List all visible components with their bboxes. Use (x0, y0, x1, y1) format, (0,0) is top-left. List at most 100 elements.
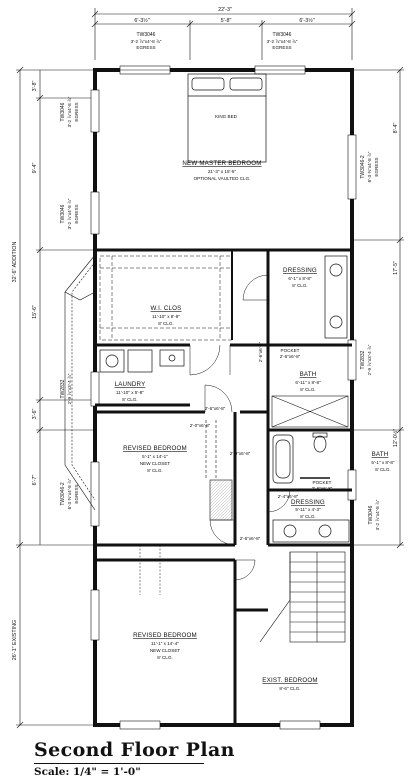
win-left-2-size: 3'-2 ⅞"x4'-8 ⅞" (67, 198, 72, 229)
exist-bedroom-ceiling: 8'-6" CLG. (279, 686, 300, 691)
pocket-door-1-label: POCKET (281, 348, 300, 353)
bath-1-name: BATH (300, 371, 317, 378)
wi-clos-name: W.I. CLOS (150, 305, 181, 312)
win-left-1-code: TW3046 (60, 102, 66, 121)
bath-2-size: 5'-1" x 8'-8" (371, 460, 395, 465)
dim-top-middle: 5'-8" (221, 18, 232, 24)
bath-2-ceiling: 8' CLG. (375, 467, 390, 472)
exterior-walls (90, 65, 357, 730)
win-right-3-size: 3'-2 ⅞"x4'-8 ⅞" (375, 499, 380, 530)
dim-right-2: 17'-5" (393, 261, 399, 275)
revised-2-name: REVISED BEDROOM (133, 632, 197, 639)
stair (259, 551, 346, 643)
door-swings (139, 274, 330, 595)
revised-2-ceiling: 8' CLG. (157, 655, 172, 660)
win-top-right-size: 3'-2 ⅞"x4'-8 ⅞" (267, 39, 298, 44)
win-left-4-code: TW3046-2 (60, 482, 66, 506)
door-bath-label: 2'-0"x6'-8" (230, 451, 251, 456)
left-dimensions (16, 66, 95, 729)
exist-bedroom-name: EXIST. BEDROOM (262, 677, 317, 684)
revised-2-closet: NEW CLOSET (150, 648, 181, 653)
dressing-1-ceiling: 8' CLG. (292, 283, 307, 288)
win-left-3-code: TW2832 (60, 379, 66, 398)
pocket-door-2-label: POCKET (313, 480, 332, 485)
bath-1-ceiling: 8' CLG. (300, 387, 315, 392)
door-laundry-label: 2'-6"x6'-8" (205, 406, 226, 411)
revised-1-closet (205, 420, 233, 521)
door-dress-label: 2'-4"x6'-8" (278, 494, 299, 499)
dim-left-1: 3'-8" (32, 81, 38, 92)
win-right-2-size: 2'-9 ⅞"x3'-4 ⅞" (367, 344, 372, 375)
dim-left-4: 3'-6" (32, 409, 38, 420)
win-top-right-note: EGRESS (272, 45, 291, 50)
win-top-left-size: 3'-2 ⅞"x4'-8 ⅞" (131, 39, 162, 44)
door-revised-label: 2'-6"x6'-8" (240, 536, 261, 541)
pocket-door-2-size: 2'-6"x6'-8" (312, 486, 333, 491)
win-right-1-size: 6'-3 ⅜"x4'-8 ⅞" (367, 151, 372, 182)
king-bed (187, 73, 267, 163)
door-hall-label: 2'-6"x6'-8" (258, 341, 263, 362)
dim-top-left: 6'-3½" (134, 17, 149, 24)
dim-right-1: 8'-4" (393, 123, 399, 134)
interior-walls (95, 248, 352, 725)
left-roof-outline (64, 254, 96, 511)
plan-scale: Scale: 1/4" = 1'-0" (34, 766, 141, 778)
bath-2-name: BATH (372, 451, 389, 458)
dim-addition: 32'-6" ADDITION (12, 242, 18, 283)
win-left-1-note: EGRESS (74, 102, 79, 121)
dressing-1-name: DRESSING (283, 267, 317, 274)
win-left-1-size: 3'-2 ⅞"x4'-8 ⅞" (67, 96, 72, 127)
closet-shelves (99, 255, 233, 341)
dim-left-3: 15'-6" (32, 305, 38, 319)
win-left-4-size: 6'-3 ⅜"x4'-8 ⅞" (67, 478, 72, 509)
wi-clos-ceiling: 8' CLG. (158, 321, 173, 326)
master-ceiling: OPTIONAL VAULTED CLG. (194, 176, 251, 181)
win-right-2-code: TW2832 (360, 350, 366, 369)
win-left-2-code: TW3046 (60, 204, 66, 223)
dressing-1-fixtures (324, 255, 348, 339)
dim-overall: 22'-3" (218, 7, 232, 13)
win-top-left-note: EGRESS (136, 45, 155, 50)
bath-1-shower (271, 395, 349, 428)
dim-left-2: 9'-4" (32, 163, 38, 174)
win-left-2-note: EGRESS (74, 204, 79, 223)
revised-1-size: 5'-1" x 14'-1" (142, 454, 168, 459)
dressing-2-name: DRESSING (291, 499, 325, 506)
top-dimensions (91, 8, 356, 60)
laundry-name: LAUNDRY (115, 381, 146, 388)
win-top-left-code: TW3046 (137, 32, 156, 38)
revised-1-ceiling: 8' CLG. (147, 468, 162, 473)
door-closet-label: 2'-0"x6'-8" (190, 423, 211, 428)
revised-1-name: REVISED BEDROOM (123, 445, 187, 452)
master-name: NEW MASTER BEDROOM (182, 160, 261, 167)
revised-2-size: 11'-1" x 14'-4" (151, 641, 179, 646)
laundry-fixtures (99, 349, 185, 373)
revised-1-closet: NEW CLOSET (140, 461, 171, 466)
master-size: 21'-3" x 15'-5" (208, 169, 237, 174)
laundry-ceiling: 8' CLG. (122, 397, 137, 402)
win-right-3-code: TW3046 (368, 505, 374, 524)
right-dimensions (352, 66, 404, 549)
win-right-1-note: EGRESS (374, 157, 379, 176)
win-top-right-code: TW3046 (273, 32, 292, 38)
win-left-3-size: 2'-9 ⅞"x3'-4 ⅞" (67, 373, 72, 404)
dressing-2-ceiling: 8' CLG. (300, 514, 315, 519)
plan-title: Second Floor Plan (34, 739, 235, 761)
dressing-2-fixtures (272, 519, 350, 543)
dressing-1-size: 6'-1" x 8'-8" (288, 276, 312, 281)
king-bed-label: KING BED (215, 114, 238, 119)
dressing-2-size: 5'-11" x 4'-3" (295, 507, 321, 512)
dim-right-3: 12'-0½" (392, 429, 399, 447)
win-right-1-code: TW3046-2 (360, 155, 366, 179)
dim-top-right: 6'-3½" (299, 17, 314, 24)
wi-clos-size: 11'-10" x 8'-8" (152, 314, 180, 319)
pocket-door-1-size: 2'-6"x6'-8" (280, 354, 301, 359)
dim-existing: 26'-1" EXISTING (12, 620, 18, 660)
dim-left-5: 6'-7" (32, 475, 38, 486)
win-left-4-note: EGRESS (74, 484, 79, 503)
bath-2-fixtures (272, 432, 328, 484)
laundry-size: 11'-10" x 5'-8" (116, 390, 144, 395)
title-underline (34, 763, 204, 765)
bath-1-size: 6'-11" x 8'-8" (295, 380, 321, 385)
